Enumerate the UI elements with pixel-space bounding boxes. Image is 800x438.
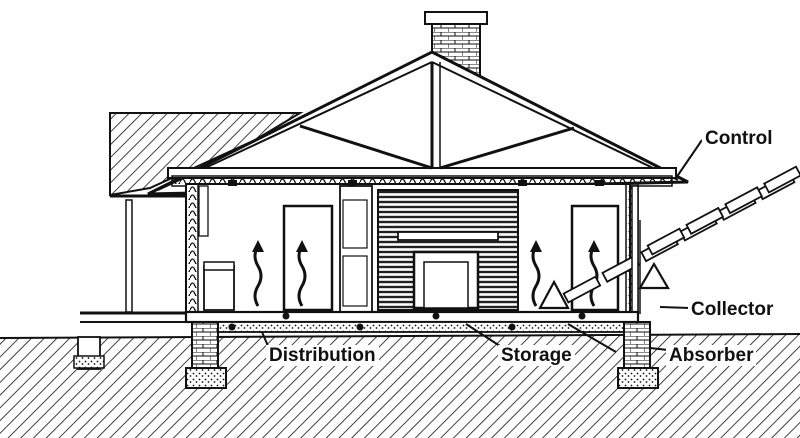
floor-slab: [184, 310, 640, 333]
absorber-label: Absorber: [666, 345, 757, 366]
heat-flow-arrows: [253, 245, 599, 307]
heat-arrow-heads: [252, 240, 600, 252]
control-label: Control: [702, 128, 776, 149]
vent-triangles: [538, 261, 670, 310]
storage-label: Storage: [498, 345, 575, 366]
leader-lines: [261, 139, 703, 353]
side-wing: [73, 112, 304, 370]
collector-label: Collector: [688, 299, 777, 320]
foundations: [185, 321, 659, 389]
sun-rays: [562, 165, 800, 304]
distribution-label: Distribution: [266, 345, 379, 366]
collector-glazing: [631, 185, 641, 315]
